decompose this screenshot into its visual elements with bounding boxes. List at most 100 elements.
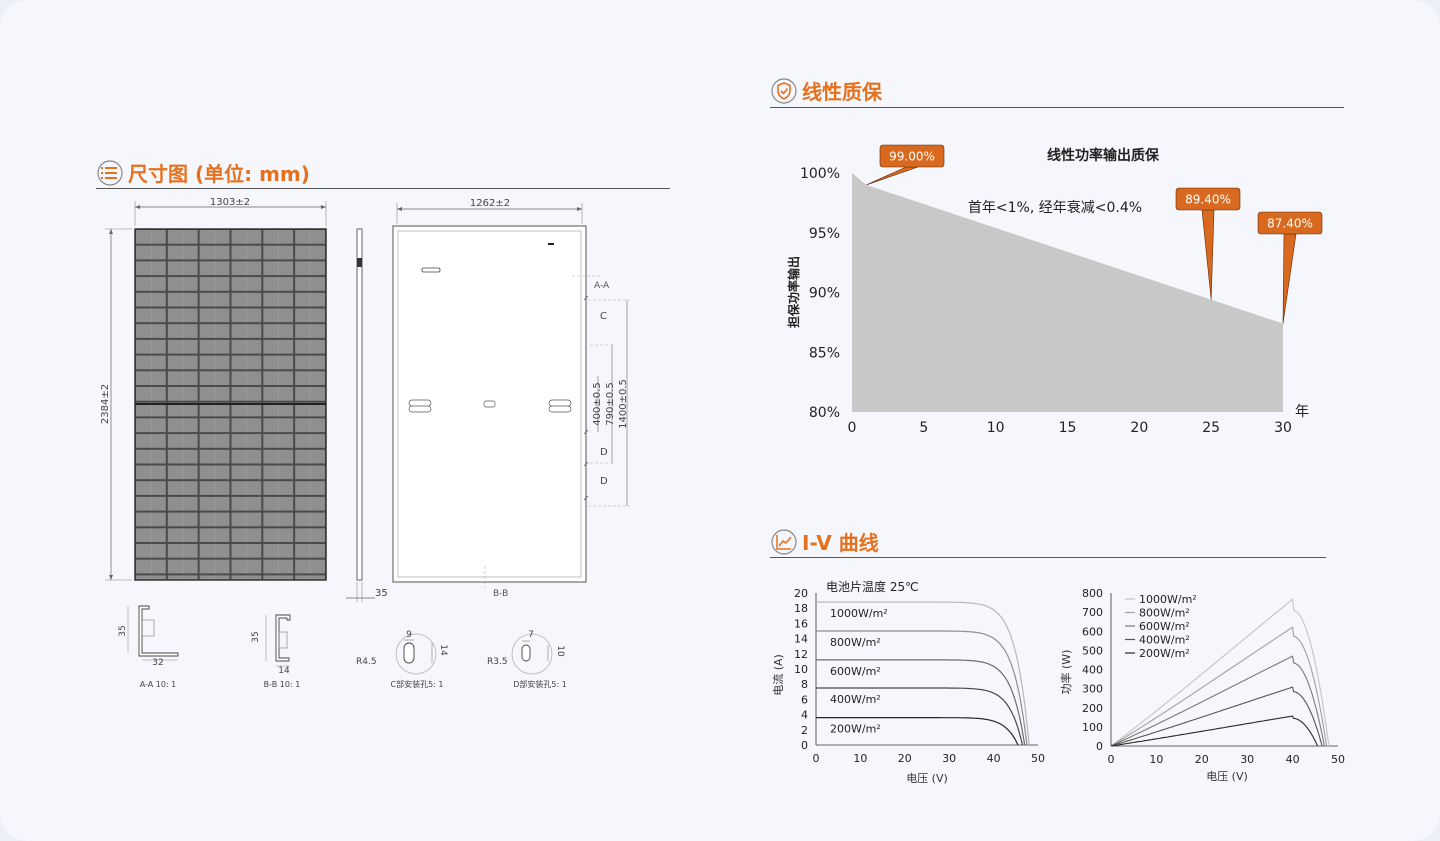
current-ytick: 18 [794, 602, 808, 615]
warranty-chart-subtitle: 首年<1%, 经年衰减<0.4% [968, 199, 1142, 216]
dimension-section-rule [96, 188, 670, 189]
warranty-xtick: 20 [1130, 420, 1148, 436]
dimension-drawing: 1303±2 2384±2 35 1262±2 A-A C [100, 197, 630, 689]
current-xtick: 30 [942, 752, 956, 765]
warranty-xtick: 10 [987, 420, 1005, 436]
current-series-label: 400W/m² [830, 693, 881, 706]
power-ytick: 0 [1096, 740, 1103, 753]
warranty-callout-box [879, 144, 945, 168]
current-ytick: 10 [794, 663, 808, 676]
detail-c-radius: R4.5 [356, 657, 377, 667]
current-ytick: 8 [801, 678, 808, 691]
warranty-ytick: 80% [809, 405, 840, 421]
power-ytick: 100 [1082, 721, 1103, 734]
warranty-ytick: 90% [809, 286, 840, 302]
warranty-ytick: 95% [809, 226, 840, 242]
current-xtick: 40 [987, 752, 1001, 765]
current-series-line [816, 717, 1019, 746]
dim-400-label: 400±0.5 [592, 382, 603, 425]
detail-d: 7 10 R3.5 D部安装孔5: 1 [487, 630, 567, 689]
current-chart-ylabel: 电流 (A) [771, 654, 785, 696]
warranty-callout-label: 89.40% [1185, 193, 1231, 207]
junction-box-right [548, 399, 572, 413]
warranty-chart-ylabel: 担保功率输出 [786, 256, 801, 328]
warranty-callout-box [1175, 187, 1241, 211]
current-series-label: 1000W/m² [830, 607, 888, 620]
power-xtick: 0 [1108, 753, 1115, 766]
power-ytick: 800 [1082, 587, 1103, 600]
iv-section-rule [770, 557, 1326, 558]
back-nameplate [421, 267, 441, 273]
detail-d-height: 10 [555, 645, 565, 657]
power-ytick: 700 [1082, 606, 1103, 619]
warranty-xtick: 30 [1274, 420, 1292, 436]
warranty-callout-label: 99.00% [889, 150, 935, 164]
warranty-area [852, 173, 1283, 412]
detail-d-width: 7 [528, 630, 534, 640]
detail-bb-width: 14 [278, 666, 290, 676]
power-series-line [1110, 598, 1330, 747]
power-xtick: 30 [1240, 753, 1254, 766]
current-chart-title: 电池片温度 25℃ [826, 579, 919, 594]
shield-check-icon [771, 77, 797, 104]
current-ytick: 2 [801, 724, 808, 737]
dimension-section-title: 尺寸图 (单位: mm) [96, 158, 310, 187]
warranty-ytick: 85% [809, 345, 840, 361]
power-xtick: 20 [1195, 753, 1209, 766]
iv-title-text: I-V 曲线 [802, 531, 879, 555]
current-series-line [816, 601, 1030, 746]
power-legend-label: 800W/m² [1139, 607, 1190, 620]
warranty-callout-box [1257, 211, 1323, 235]
warranty-section-rule [770, 107, 1344, 108]
power-xtick: 40 [1286, 753, 1300, 766]
power-ytick: 200 [1082, 702, 1103, 715]
detail-aa-width: 32 [152, 658, 163, 668]
current-series-label: 600W/m² [830, 665, 881, 678]
warranty-xtick: 5 [919, 420, 928, 436]
detail-aa-height: 35 [118, 625, 128, 636]
detail-bb-height: 35 [251, 631, 261, 642]
current-chart-xlabel: 电压 (V) [906, 772, 948, 785]
back-view: 1262±2 A-A C D D 400±0.5 790±0.5 1400±0.… [392, 198, 630, 599]
iv-section-title: I-V 曲线 [770, 527, 879, 556]
warranty-title-text: 线性质保 [802, 80, 882, 104]
warranty-xtick: 15 [1059, 420, 1077, 436]
back-width-label: 1262±2 [470, 198, 510, 209]
detail-c-caption: C部安装孔5: 1 [390, 679, 443, 689]
front-width-label: 1303±2 [210, 197, 250, 208]
dim-1400-label: 1400±0.5 [618, 379, 629, 429]
detail-bb: 35 14 B-B 10: 1 [251, 614, 300, 689]
detail-c-width: 9 [406, 630, 412, 640]
current-series-line [816, 659, 1026, 746]
power-series-line [1110, 655, 1325, 747]
current-series-line [816, 630, 1028, 746]
warranty-ytick: 100% [800, 166, 840, 182]
current-xtick: 50 [1031, 752, 1045, 765]
mount-d2-label: D [600, 476, 608, 487]
section-aa-label: A-A [594, 281, 610, 291]
current-ytick: 4 [801, 709, 808, 722]
detail-c: 9 14 R4.5 C部安装孔5: 1 [356, 630, 448, 689]
dim-790-label: 790±0.5 [605, 382, 616, 425]
power-series-line [1110, 715, 1319, 747]
current-series-line [816, 687, 1024, 746]
warranty-xtick: 0 [848, 420, 857, 436]
warranty-callout-pointer [1201, 209, 1215, 300]
warranty-chart: 线性功率输出质保 首年<1%, 经年衰减<0.4% 担保功率输出 年 80%85… [786, 144, 1323, 436]
junction-box-center [483, 400, 496, 408]
current-xtick: 0 [813, 752, 820, 765]
power-ytick: 300 [1082, 683, 1103, 696]
dimension-title-text: 尺寸图 (单位: mm) [128, 162, 310, 186]
mount-d1-label: D [600, 447, 608, 458]
warranty-xtick: 25 [1202, 420, 1220, 436]
warranty-section-title: 线性质保 [770, 76, 882, 105]
current-xtick: 10 [853, 752, 867, 765]
current-series-label: 200W/m² [830, 723, 881, 736]
warranty-callout-pointer [1282, 233, 1297, 324]
current-xtick: 20 [898, 752, 912, 765]
current-ytick: 16 [794, 617, 808, 630]
line-chart-icon [771, 528, 797, 555]
power-series-line [1110, 686, 1323, 747]
detail-aa-caption: A-A 10: 1 [140, 680, 177, 689]
detail-c-height: 14 [438, 644, 448, 656]
